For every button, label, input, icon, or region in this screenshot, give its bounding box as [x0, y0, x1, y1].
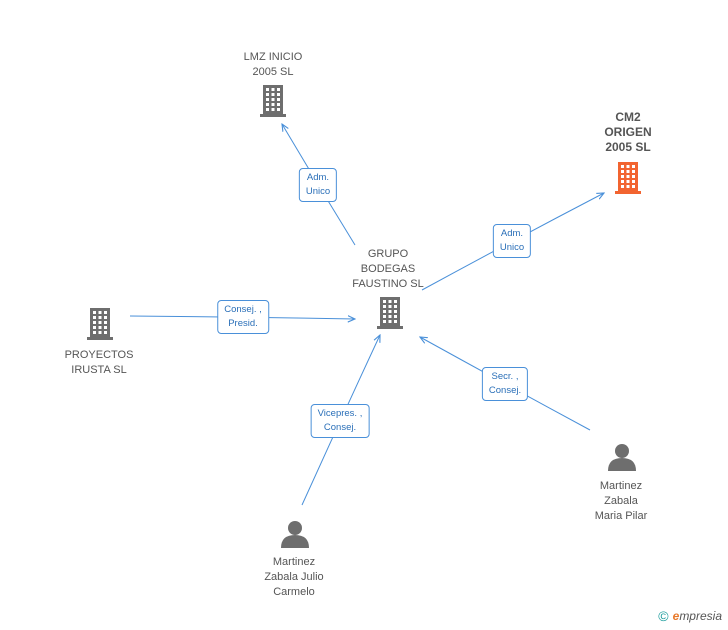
node-label-proyectos[interactable]: PROYECTOS IRUSTA SL: [65, 348, 134, 378]
edge-role-text: Consej. ,: [224, 304, 262, 315]
node-label-text: LMZ INICIO: [243, 51, 303, 63]
edge-role-text: Unico: [499, 242, 525, 253]
edge-role-text: Vicepres. ,: [317, 408, 363, 419]
footer: © empresia: [658, 608, 722, 624]
edge-role-label[interactable]: Secr. , Consej.: [481, 367, 529, 401]
node-label-text: Carmelo: [273, 586, 315, 598]
edge-role-text: Unico: [305, 186, 331, 197]
node-label-text: Maria Pilar: [594, 510, 648, 522]
node-label-text: ORIGEN: [604, 125, 652, 139]
node-label-text: BODEGAS: [360, 263, 416, 275]
node-label-lmz[interactable]: LMZ INICIO 2005 SL: [244, 50, 303, 80]
node-label-text: Zabala: [604, 495, 638, 507]
company-building-icon[interactable]: [377, 297, 403, 329]
edge-role-text: Consej.: [488, 385, 522, 396]
person-icon[interactable]: [608, 444, 636, 471]
node-label-text: Martinez: [599, 480, 643, 492]
person-icon[interactable]: [281, 521, 309, 548]
node-label-text: 2005 SL: [605, 140, 651, 154]
edge-role-text: Presid.: [228, 318, 258, 329]
copyright-symbol: ©: [658, 608, 669, 624]
node-label-text: CM2: [615, 110, 641, 124]
node-label-grupo[interactable]: GRUPO BODEGAS FAUSTINO SL: [352, 247, 424, 292]
node-label-text: Zabala Julio: [264, 571, 324, 583]
edge-role-text: Consej.: [323, 422, 357, 433]
company-building-icon[interactable]: [87, 308, 113, 340]
node-label-text: PROYECTOS: [64, 349, 134, 361]
edge-role-label[interactable]: Adm. Unico: [298, 168, 338, 202]
edge-role-label[interactable]: Vicepres. , Consej.: [310, 404, 370, 438]
edge-role-text: Secr. ,: [491, 371, 519, 382]
company-building-icon[interactable]: [260, 85, 286, 117]
edge-role-text: Adm.: [306, 172, 330, 183]
node-label-text: Martinez: [272, 556, 316, 568]
edge-role-label[interactable]: Adm. Unico: [492, 224, 532, 258]
node-label-text: IRUSTA SL: [71, 364, 127, 376]
company-building-icon[interactable]: [615, 162, 641, 194]
edge-role-label[interactable]: Consej. , Presid.: [217, 300, 269, 334]
node-label-text: GRUPO: [367, 248, 409, 260]
node-label-text: 2005 SL: [252, 66, 294, 78]
edge-role-text: Adm.: [500, 228, 524, 239]
node-label-text: FAUSTINO SL: [352, 278, 424, 290]
empresia-logo[interactable]: empresia: [672, 609, 722, 623]
